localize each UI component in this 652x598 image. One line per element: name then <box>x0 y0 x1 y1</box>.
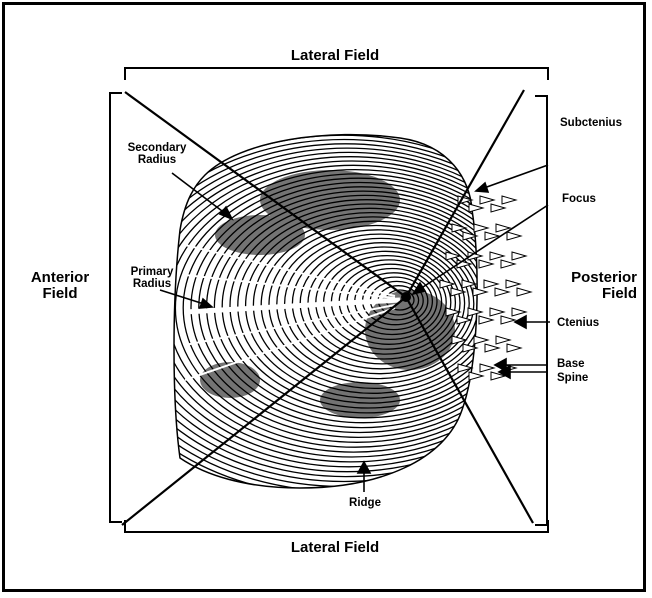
primary-radius-label: Primary Radius <box>112 266 192 290</box>
anterior-line2: Field <box>20 286 100 302</box>
ctenius-spine <box>479 316 493 324</box>
posterior-field-label: Posterior Field <box>552 270 637 302</box>
anterior-field-label: Anterior Field <box>20 270 100 302</box>
lateral-bottom-bracket <box>125 520 548 532</box>
ctenius-label: Ctenius <box>557 317 599 329</box>
spine-label: Spine <box>557 372 588 384</box>
ctenius-spine <box>485 344 499 352</box>
ctenius-spine <box>474 336 488 344</box>
ctenius-spine <box>501 316 515 324</box>
anterior-line1: Anterior <box>20 270 100 286</box>
ctenius-spine <box>512 308 526 316</box>
lateral-field-bottom-label: Lateral Field <box>270 540 400 556</box>
ctenius-spine <box>484 280 498 288</box>
secondary-radius-label: Secondary Radius <box>112 142 202 166</box>
secondary-line2: Radius <box>112 154 202 166</box>
ctenius-spine <box>507 344 521 352</box>
primary-line2: Radius <box>112 278 192 290</box>
ctenius-spine <box>469 204 483 212</box>
ctenius-spine <box>495 288 509 296</box>
focus-label: Focus <box>562 193 596 205</box>
ctenius-spine <box>496 336 510 344</box>
ctenius-spine <box>474 224 488 232</box>
ctenius-spine <box>506 280 520 288</box>
ctenius-spine <box>473 288 487 296</box>
ctenius-spine <box>469 372 483 380</box>
ctenius-spine <box>517 288 531 296</box>
ctenius-spine <box>479 260 493 268</box>
ctenius-spine <box>480 196 494 204</box>
subctenius-label: Subctenius <box>560 117 622 129</box>
ctenius-spine <box>490 252 504 260</box>
primary-line1: Primary <box>112 266 192 278</box>
posterior-line1: Posterior <box>552 270 637 286</box>
ctenius-spine <box>502 196 516 204</box>
posterior-bracket <box>535 96 547 525</box>
base-label: Base <box>557 358 585 370</box>
focus-point <box>401 292 411 302</box>
ctenius-spine <box>507 232 521 240</box>
ctenius-spine <box>501 260 515 268</box>
ctenius-spine <box>491 204 505 212</box>
ctenius-spine <box>512 252 526 260</box>
ridge-label: Ridge <box>340 497 390 509</box>
secondary-line1: Secondary <box>112 142 202 154</box>
lateral-top-bracket <box>125 68 548 80</box>
lateral-field-top-label: Lateral Field <box>270 48 400 64</box>
ctenius-spine <box>480 364 494 372</box>
posterior-line2: Field <box>552 286 637 302</box>
ctenius-spine <box>490 308 504 316</box>
